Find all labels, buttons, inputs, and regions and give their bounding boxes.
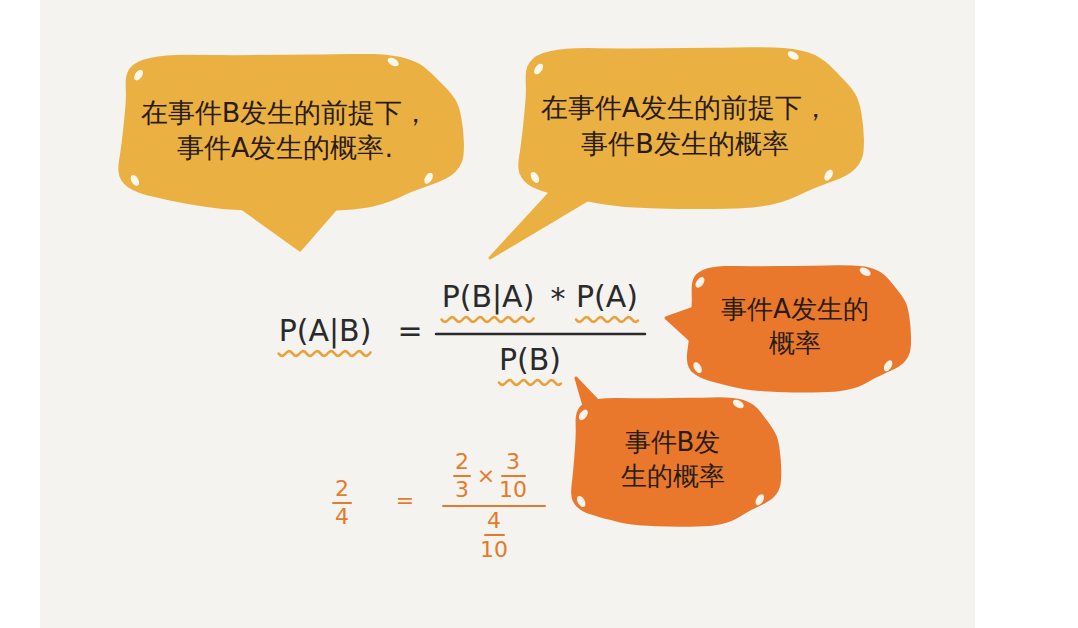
highlight-dot [575,495,587,509]
formula-term: = [397,314,422,349]
highlight-dot [786,49,800,61]
highlight-dot [731,398,745,410]
formula-term: × [477,465,495,487]
bubble-body [518,47,864,209]
formula-term: = [396,490,414,512]
formula-term: P(B|A) [442,280,535,315]
formula-term: 4 [335,506,349,528]
speech-bubble: 事件B发生的概率 [560,390,785,530]
fraction-bar [502,475,525,477]
formula-term: 3 [455,479,469,501]
highlight-dot [532,62,545,76]
formula-term: 4 [487,510,501,532]
highlight-dot [132,68,145,82]
highlight-dot [577,408,590,422]
formula-term: 2 [335,478,349,500]
formula-term: 10 [480,539,508,561]
wavy-underline [576,317,638,322]
fraction-bar [454,475,470,477]
highlight-dot [386,56,400,68]
highlight-dot [754,493,766,507]
bubble-text: 事件B发生的概率 [618,426,728,494]
bubble-body [118,54,464,211]
bubble-body [687,265,911,392]
highlight-dot [882,359,894,373]
bubble-shape [100,45,470,215]
fraction-bar [443,505,545,507]
bubble-text: 事件A发生的概率 [715,293,875,361]
formula-term: P(B) [499,343,561,378]
highlight-dot [129,173,141,187]
bubble-text: 在事件A发生的前提下，事件B发生的概率 [540,90,830,160]
highlight-dot [823,168,835,182]
bubble-shape [500,38,870,213]
formula-term: * [551,282,566,317]
formula-term: P(A|B) [279,314,372,349]
wavy-underline [279,351,371,356]
speech-bubble: 在事件A发生的前提下，事件B发生的概率 [500,38,870,213]
fraction-bar [333,502,351,504]
wavy-underline [442,317,534,322]
bubble-text: 在事件B发生的前提下，事件A发生的概率. [140,95,430,165]
highlight-dot [858,266,872,278]
highlight-dot [692,361,704,375]
formula-term: P(A) [576,280,638,315]
speech-bubble: 事件A发生的概率 [675,258,915,396]
highlight-dot [423,171,435,185]
wavy-underline [499,380,561,385]
highlight-dot [529,170,541,184]
highlight-dot [694,275,707,289]
speech-bubble: 在事件B发生的前提下，事件A发生的概率. [100,45,470,215]
bubble-shape [560,390,785,530]
bubble-body [571,397,781,526]
fraction-bar [436,333,645,336]
fraction-bar [485,534,504,536]
bubble-shape [675,258,915,396]
formula-term: 2 [455,451,469,473]
formula-term: 10 [499,479,527,501]
formula-term: 3 [506,451,520,473]
